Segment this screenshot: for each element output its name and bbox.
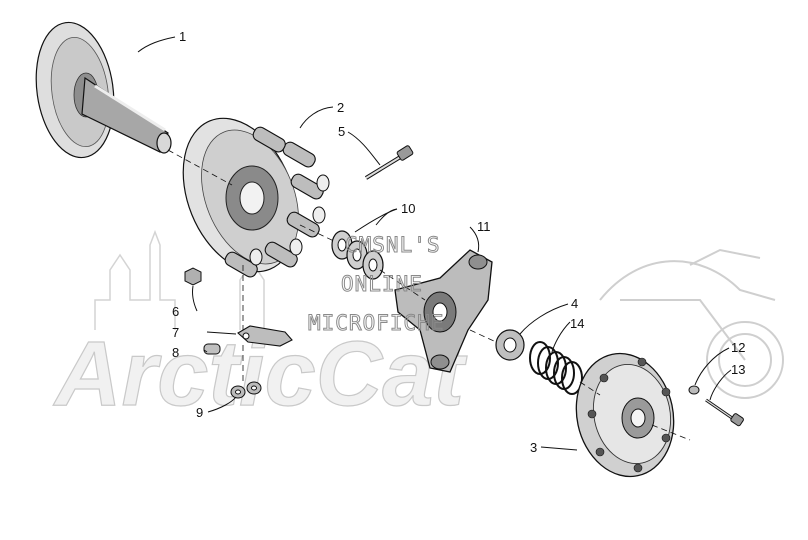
label-part-6: 6 — [172, 304, 179, 319]
label-part-4: 4 — [571, 296, 578, 311]
label-part-10: 10 — [401, 201, 415, 216]
part-7-cam-arm — [237, 325, 293, 347]
part-13-screw — [705, 398, 744, 427]
watermark-line-3: MICROFICHE — [308, 311, 444, 335]
label-part-13: 13 — [731, 362, 745, 377]
watermark-line-2: ONLINE — [341, 272, 423, 296]
label-part-9: 9 — [196, 405, 203, 420]
part-labels: 1 2 3 4 5 6 7 8 9 10 11 12 13 14 — [172, 29, 745, 455]
watermark-motorcycle-icon — [599, 248, 784, 399]
part-14-spring — [529, 341, 583, 395]
part-12-washer — [688, 385, 700, 395]
leader-lines — [137, 36, 732, 451]
label-part-14: 14 — [570, 316, 584, 331]
part-1-fixed-sheave — [35, 21, 172, 159]
assembly-axis — [167, 149, 691, 441]
part-6-nut — [184, 267, 202, 286]
label-part-1: 1 — [179, 29, 186, 44]
label-part-3: 3 — [530, 440, 537, 455]
label-part-12: 12 — [731, 340, 745, 355]
label-part-5: 5 — [338, 124, 345, 139]
part-10-shims — [331, 230, 384, 280]
label-part-2: 2 — [337, 100, 344, 115]
part-11-spider — [394, 249, 493, 373]
label-part-7: 7 — [172, 325, 179, 340]
label-part-8: 8 — [172, 345, 179, 360]
part-9-washers — [230, 381, 262, 399]
watermark-text: CMSNL'S ONLINE MICROFICHE — [308, 233, 444, 336]
part-5-bolt — [364, 145, 414, 180]
label-part-11: 11 — [477, 219, 491, 234]
watermark-line-1: CMSNL'S — [345, 233, 441, 257]
part-8-roller-pin — [203, 343, 221, 355]
part-3-cover — [575, 352, 675, 478]
part-2-movable-sheave — [182, 117, 330, 278]
part-4-nut — [495, 329, 525, 361]
